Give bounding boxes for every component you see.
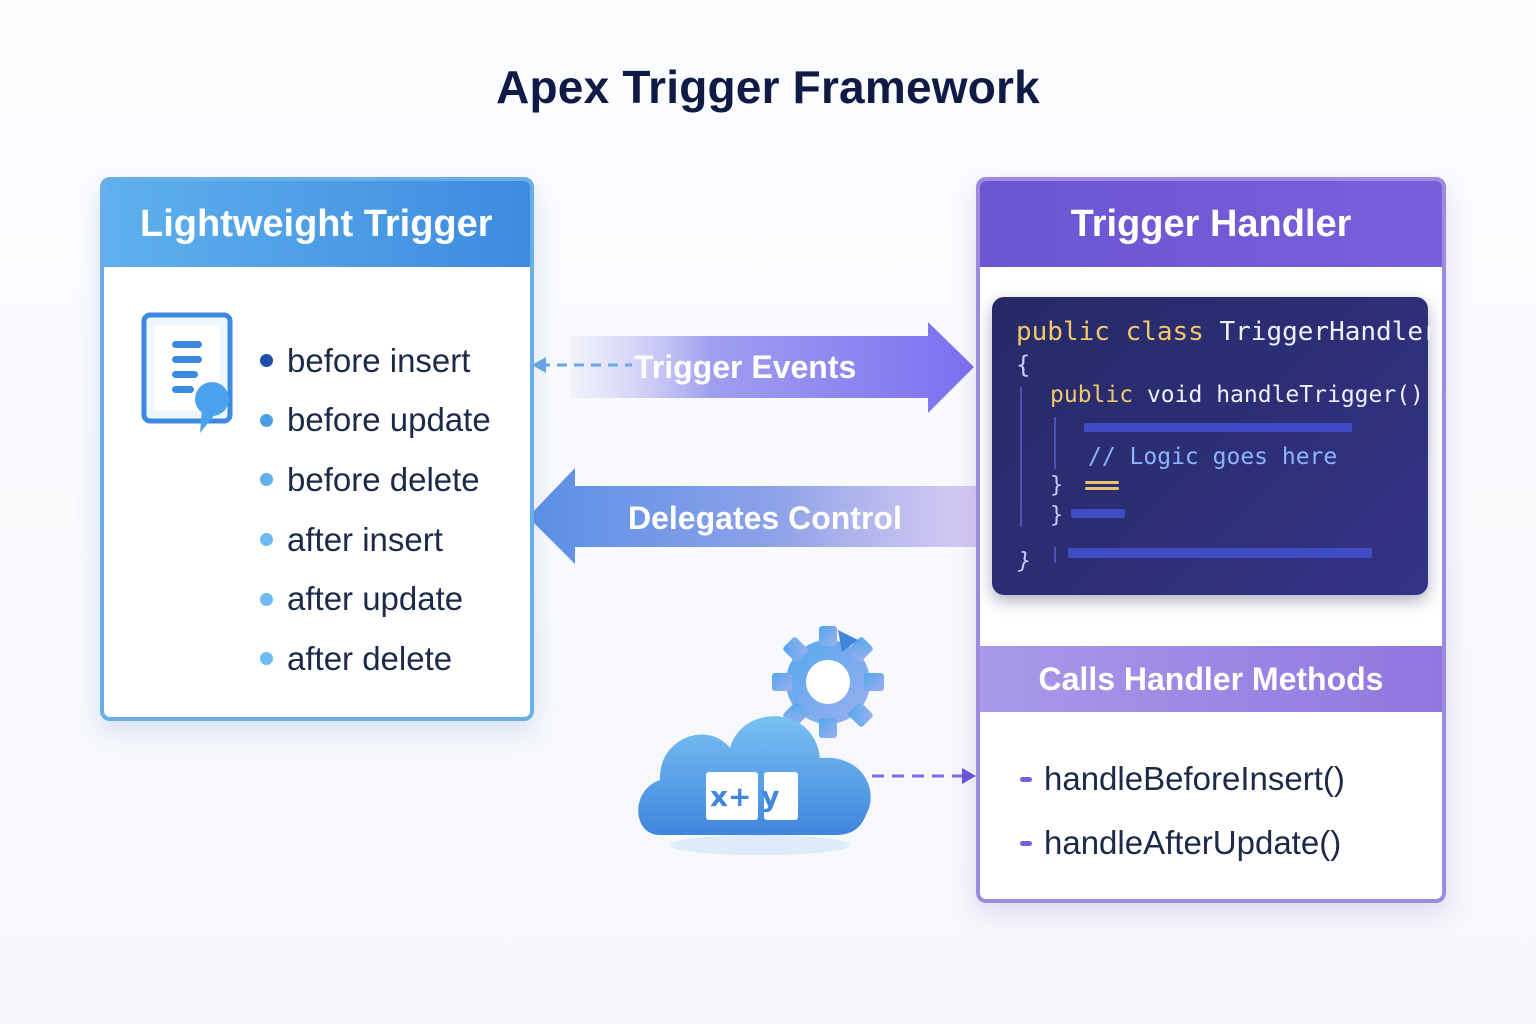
- method-label: handleBeforeInsert(): [1044, 760, 1345, 797]
- trigger-handler-header: Trigger Handler: [980, 181, 1442, 267]
- bullet-dash: [1020, 840, 1032, 846]
- cloud-formula-icon: x+ y: [638, 626, 884, 855]
- code-line-3: public void handleTrigger() {: [1050, 382, 1446, 408]
- gear-sync-icon: [772, 626, 884, 738]
- delegates-control-label: Delegates Control: [628, 500, 902, 536]
- event-label: before insert: [287, 341, 471, 379]
- list-item: before insert: [260, 331, 491, 391]
- code-line-2: {: [1016, 351, 1031, 379]
- list-item: before delete: [260, 450, 491, 510]
- code-placeholder-bar: [1068, 548, 1372, 558]
- small-arrowhead-left: [532, 357, 546, 373]
- code-keyword: public class: [1016, 317, 1204, 347]
- code-placeholder-bar: [1071, 509, 1125, 518]
- code-block: public class TriggerHandler { public voi…: [992, 297, 1442, 595]
- code-line-6: }: [1050, 503, 1064, 528]
- list-item: handleBeforeInsert(): [1020, 747, 1345, 811]
- indent-guide: [1054, 417, 1056, 469]
- bullet-dot: [260, 473, 273, 487]
- trigger-handler-panel: Trigger Handler public class TriggerHand…: [976, 177, 1446, 903]
- delegates-control-arrow: [528, 468, 978, 564]
- event-label: after update: [287, 580, 464, 618]
- code-line-5: }: [1050, 473, 1064, 498]
- code-placeholder-bar: [1085, 487, 1119, 490]
- bullet-dash: [1020, 776, 1032, 782]
- method-label: handleAfterUpdate(): [1044, 824, 1342, 861]
- bullet-dot: [260, 592, 273, 606]
- trigger-events-list: before insert before update before delet…: [260, 331, 491, 689]
- page-title: Apex Trigger Framework: [496, 61, 1040, 113]
- list-item: handleAfterUpdate(): [1020, 811, 1345, 875]
- list-item: after delete: [260, 629, 491, 689]
- bullet-dot: [260, 533, 273, 547]
- list-item: after insert: [260, 510, 491, 570]
- trigger-events-label: Trigger Events: [634, 349, 857, 385]
- bullet-dot: [260, 354, 273, 368]
- lightweight-trigger-panel: Lightweight Trigger before insert before…: [100, 177, 534, 721]
- code-method-signature: void handleTrigger() {: [1146, 382, 1446, 408]
- indent-guide: [1054, 547, 1056, 563]
- event-label: after insert: [287, 520, 443, 558]
- document-list-icon: [141, 312, 233, 433]
- indent-guide: [1020, 387, 1022, 527]
- event-label: before update: [287, 401, 491, 439]
- right-arrowhead: [962, 768, 976, 784]
- code-placeholder-bar: [1085, 481, 1119, 484]
- code-line-1: public class TriggerHandler: [1016, 317, 1439, 347]
- code-keyword: public: [1050, 382, 1134, 408]
- code-placeholder-bar: [1084, 423, 1352, 432]
- trigger-events-arrow: [570, 322, 974, 413]
- calls-handler-methods-banner: Calls Handler Methods: [980, 646, 1442, 712]
- code-line-7: }: [1018, 549, 1032, 574]
- lightweight-trigger-header: Lightweight Trigger: [104, 181, 530, 267]
- bullet-dot: [260, 652, 273, 666]
- code-class-name: TriggerHandler: [1219, 317, 1439, 347]
- cloud-formula-text: x+ y: [710, 780, 780, 813]
- event-label: after delete: [287, 639, 453, 677]
- code-comment: // Logic goes here: [1088, 444, 1338, 470]
- handler-methods-list: handleBeforeInsert() handleAfterUpdate(): [1020, 747, 1345, 875]
- bullet-dot: [260, 413, 273, 427]
- list-item: after update: [260, 569, 491, 629]
- event-label: before delete: [287, 460, 480, 498]
- list-item: before update: [260, 391, 491, 451]
